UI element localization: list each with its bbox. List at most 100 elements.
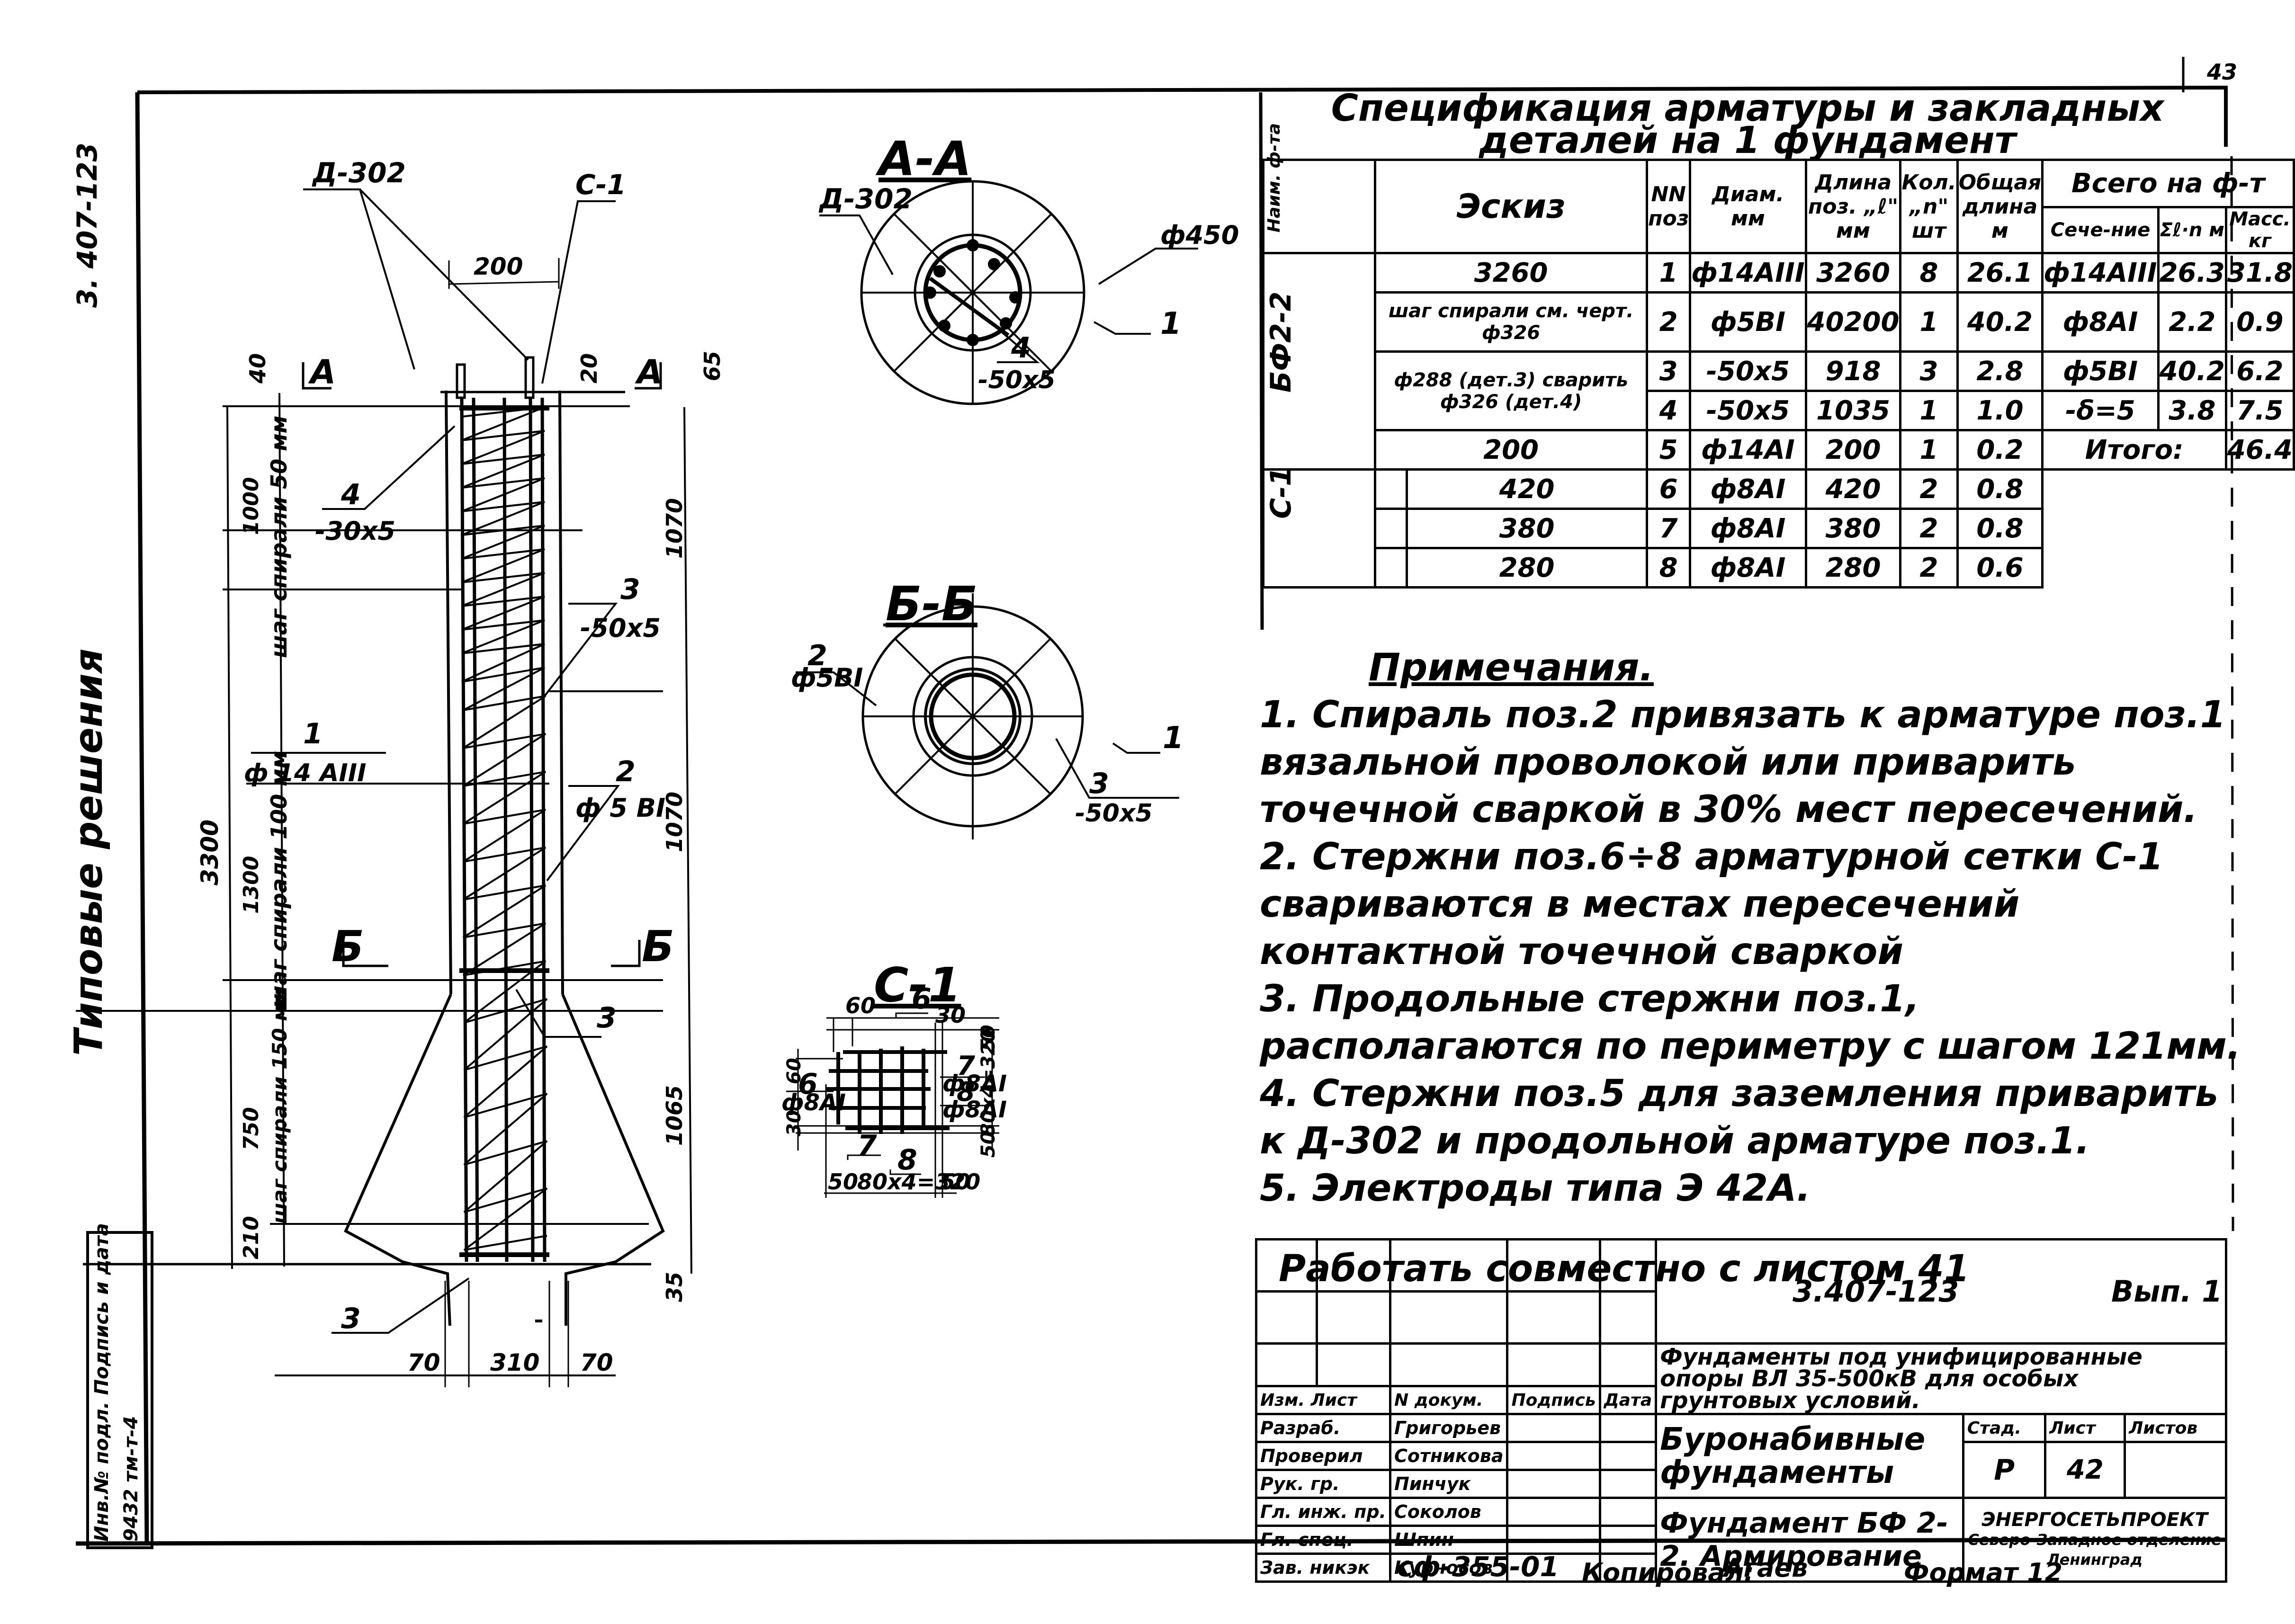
row1-sketch: 3260 [1374, 252, 1649, 294]
section-c1-title: С-1 [874, 957, 961, 1013]
row1-qty: 8 [1899, 252, 1959, 294]
row4-qty: 1 [1899, 390, 1959, 431]
tb-org-1: ЭНЕРГОСЕТЬПРОЕКТ [1981, 1509, 2208, 1531]
c1-dim-30: 30 [935, 1002, 966, 1028]
hdr-pos: NN поз [1646, 159, 1692, 254]
spec-row: С-1 420 6 ф8АI 420 2 0.8 [1262, 466, 2294, 589]
tb-org: ЭНЕРГОСЕТЬПРОЕКТ Северо-Западное отделен… [1962, 1497, 2228, 1583]
dim-20: 20 [576, 353, 602, 384]
row6-sketch: 420 [1405, 468, 1649, 510]
aa-d302: Д-302 [818, 183, 913, 215]
note-5: 5. Электроды типа Э 42А. [1260, 1167, 1811, 1210]
row5-pos: 5 [1646, 429, 1692, 471]
footer-copied: Копировал: [1582, 1558, 1754, 1588]
row2-sketch: шаг спирали см. черт. ф326 [1374, 291, 1649, 353]
spec-row: 280 8 ф8АI 280 2 0.6 [1264, 547, 2294, 589]
tb-stage-label: Стад. [1962, 1413, 2047, 1443]
spec-row: БФ2-2 3260 1 ф14АIII 3260 8 26.1 ф14АIII… [1262, 252, 2295, 471]
c1-dim-80x4-v: 80x4=320 [977, 1029, 999, 1136]
row7-total: 0.8 [1956, 508, 2044, 549]
note-2: 2. Стержни поз.6÷8 арматурной сетки С-1 … [1260, 836, 2164, 973]
row6-length: 420 [1804, 468, 1902, 510]
tb-org-3: Ленинград [2047, 1551, 2143, 1569]
hdr-mark: Наим. ф-та [1264, 123, 1284, 232]
row5-length: 200 [1804, 429, 1902, 471]
tb-code: 3.407-123 [1793, 1274, 1959, 1309]
dim-1070b: 1070 [662, 792, 687, 852]
section-aa-title: А-А [875, 131, 971, 187]
row6-total: 0.8 [1956, 468, 2044, 510]
row8-pos: 8 [1646, 547, 1692, 589]
stamp-left-row1: Инв.№ подл. Подпись и дата [91, 1223, 113, 1542]
hdr-sketch: Эскиз [1374, 159, 1649, 254]
row8-sketch: 280 [1405, 547, 1649, 589]
footer-copied-by: Агаев [1724, 1553, 1808, 1583]
c1-dim-50-bot: 50 [977, 1131, 999, 1158]
dim-1065: 1065 [662, 1085, 687, 1146]
stamp-left-box: Инв.№ подл. Подпись и дата 9432 тм-т-4 [86, 1223, 153, 1549]
hdr-total-len: Общая длина м [1956, 159, 2044, 254]
note-3: 3. Продольные стержни поз.1, располагают… [1260, 978, 2241, 1068]
row5-diam: ф14АI [1689, 429, 1807, 471]
itogo-value: 46.4 [2224, 429, 2295, 471]
tb-name-4: Соколов [1389, 1497, 1509, 1527]
c1-dim-30-left: 30 [783, 1110, 805, 1136]
row4-pos: 4 [1646, 390, 1692, 431]
dim-310: 310 [490, 1349, 539, 1376]
pitch-mid: шаг спирали 100 мм [266, 751, 292, 1008]
pitch-top: шаг спирали 50 мм [266, 416, 292, 658]
spec-title-line2: деталей на 1 фундамент [1479, 119, 2017, 162]
dim-200: 200 [474, 253, 523, 280]
c1-dim-50-l: 50 [828, 1169, 858, 1195]
bb-pos2: 2 [807, 639, 827, 672]
row8-diam: ф8АI [1689, 547, 1807, 589]
pos2-label: 2 [616, 755, 636, 788]
stamp-left-row2: 9432 тм-т-4 [120, 1416, 142, 1542]
bb-pos2-size: ф5ВI [791, 663, 863, 693]
row3-pos: 3 [1646, 350, 1692, 392]
tb-issue: Вып. 1 [2111, 1274, 2223, 1309]
hdr-total: Всего на ф-т [2041, 159, 2295, 208]
pos4-size: -30x5 [315, 516, 395, 546]
pos3a-size: -50x5 [580, 613, 661, 643]
tb-name-2: Сотникова [1389, 1441, 1509, 1471]
tb-list: 42 [2044, 1441, 2126, 1499]
notes-title: Примечания. [1369, 645, 1654, 689]
row7-sketch: 380 [1405, 508, 1649, 549]
hdr-section: Сече-ние [2041, 206, 2160, 254]
hdr-qty: Кол. „n" шт [1899, 159, 1959, 254]
pos4-label: 4 [341, 478, 361, 511]
row2-qty: 1 [1899, 291, 1959, 353]
pos2-size: ф 5 ВI [575, 793, 665, 823]
row4-total: 1.0 [1956, 390, 2044, 431]
label-c1: С-1 [575, 169, 626, 201]
dim-210: 210 [239, 1216, 263, 1259]
row7-qty: 2 [1899, 508, 1959, 549]
tot3-section: ф5ВI [2041, 350, 2160, 392]
row2-pos: 2 [1646, 291, 1692, 353]
dim-1000: 1000 [239, 477, 263, 535]
side-title: Типовые решения [66, 648, 111, 1056]
dim-35: 35 [662, 1272, 687, 1302]
row2-total: 40.2 [1956, 291, 2044, 353]
row3-diam: -50x5 [1689, 350, 1807, 392]
sect-a-right: А [635, 353, 663, 392]
tb-stage: Р [1962, 1441, 2047, 1499]
tot1-section: ф14АIII [2041, 252, 2160, 294]
c1-pos6-size: ф8АI [781, 1089, 846, 1116]
tot3-mass: 6.2 [2224, 350, 2295, 392]
tb-role-4: Гл. инж. пр. [1255, 1497, 1391, 1527]
row8-total: 0.6 [1956, 547, 2044, 589]
tb-name-6: Курносов [1389, 1553, 1509, 1583]
row7-pos: 7 [1646, 508, 1692, 549]
c1-pos7-bot: 7 [857, 1129, 877, 1162]
c1-dim-50-r: 50 [940, 1169, 970, 1195]
row6-pos: 6 [1646, 468, 1692, 510]
tb-col-izm: Изм. [1260, 1390, 1305, 1410]
tb-code-cell: 3.407-123 Вып. 1 [1655, 1238, 2228, 1345]
tot1-sum: 26.3 [2157, 252, 2227, 294]
sect-b-left: Б [332, 922, 364, 972]
dim-750: 750 [239, 1107, 263, 1151]
footer-code: сф-355-01 [1397, 1551, 1559, 1583]
group-bf: БФ2-2 [1264, 291, 1298, 393]
